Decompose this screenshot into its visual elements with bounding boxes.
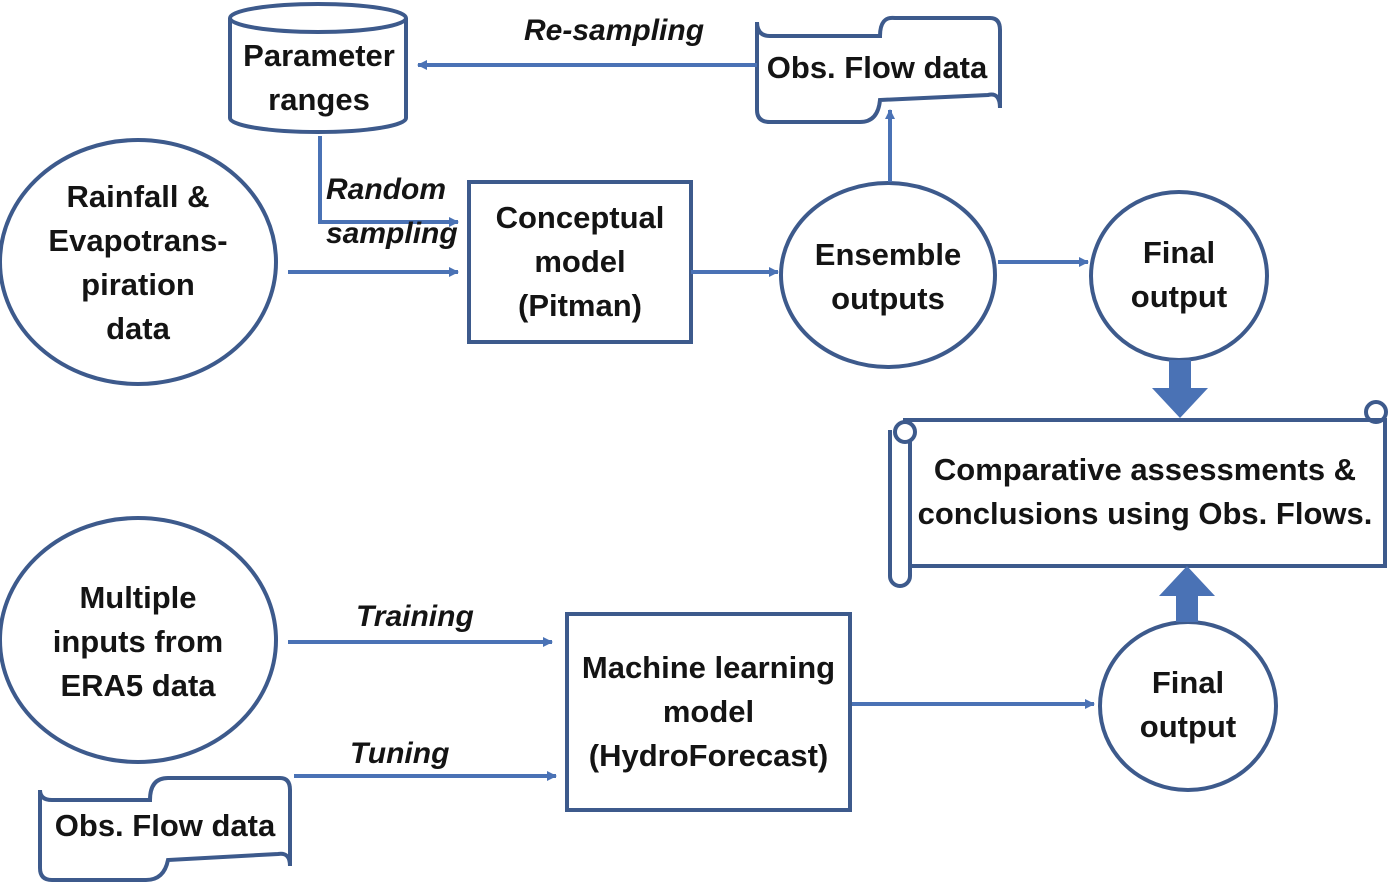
ensemble-outputs-label: Ensemble outputs bbox=[814, 237, 962, 316]
obs-flow-bottom-document bbox=[38, 776, 292, 882]
ml-model-box bbox=[565, 612, 852, 812]
random-sampling-label: Random sampling bbox=[326, 173, 458, 250]
conceptual-model-box bbox=[467, 180, 693, 344]
rainfall-circle bbox=[0, 138, 278, 386]
parameter-ranges-label: Parameter ranges bbox=[243, 38, 395, 117]
tuning-label: Tuning bbox=[350, 737, 450, 770]
parameter-ranges-cylinder bbox=[228, 2, 408, 134]
block-arrow-final-to-comparative bbox=[1152, 360, 1208, 418]
obs-flow-bottom-label: Obs. Flow data bbox=[54, 808, 276, 843]
block-arrow-final-to-comparative-bottom bbox=[1159, 566, 1215, 622]
ensemble-outputs-circle bbox=[779, 181, 997, 369]
arrow-parameters-to-model bbox=[318, 136, 459, 227]
multiple-inputs-label: Multiple inputs from ERA5 data bbox=[52, 580, 224, 703]
final-output-bottom-label: Final output bbox=[1139, 665, 1237, 744]
ml-model-label: Machine learning model (HydroForecast) bbox=[581, 650, 836, 773]
final-output-top-label: Final output bbox=[1130, 235, 1228, 314]
connector-arrows bbox=[288, 60, 1095, 781]
comparative-label: Comparative assessments & conclusions us… bbox=[917, 452, 1373, 531]
obs-flow-top-document bbox=[755, 15, 1002, 124]
resampling-label: Re-sampling bbox=[524, 14, 705, 47]
rainfall-label: Rainfall & Evapotrans- piration data bbox=[48, 179, 228, 346]
obs-flow-top-label: Obs. Flow data bbox=[766, 50, 988, 85]
conceptual-model-label: Conceptual model (Pitman) bbox=[495, 200, 665, 323]
multiple-inputs-circle bbox=[0, 516, 278, 764]
training-label: Training bbox=[356, 600, 474, 633]
comparative-scroll bbox=[888, 400, 1388, 588]
